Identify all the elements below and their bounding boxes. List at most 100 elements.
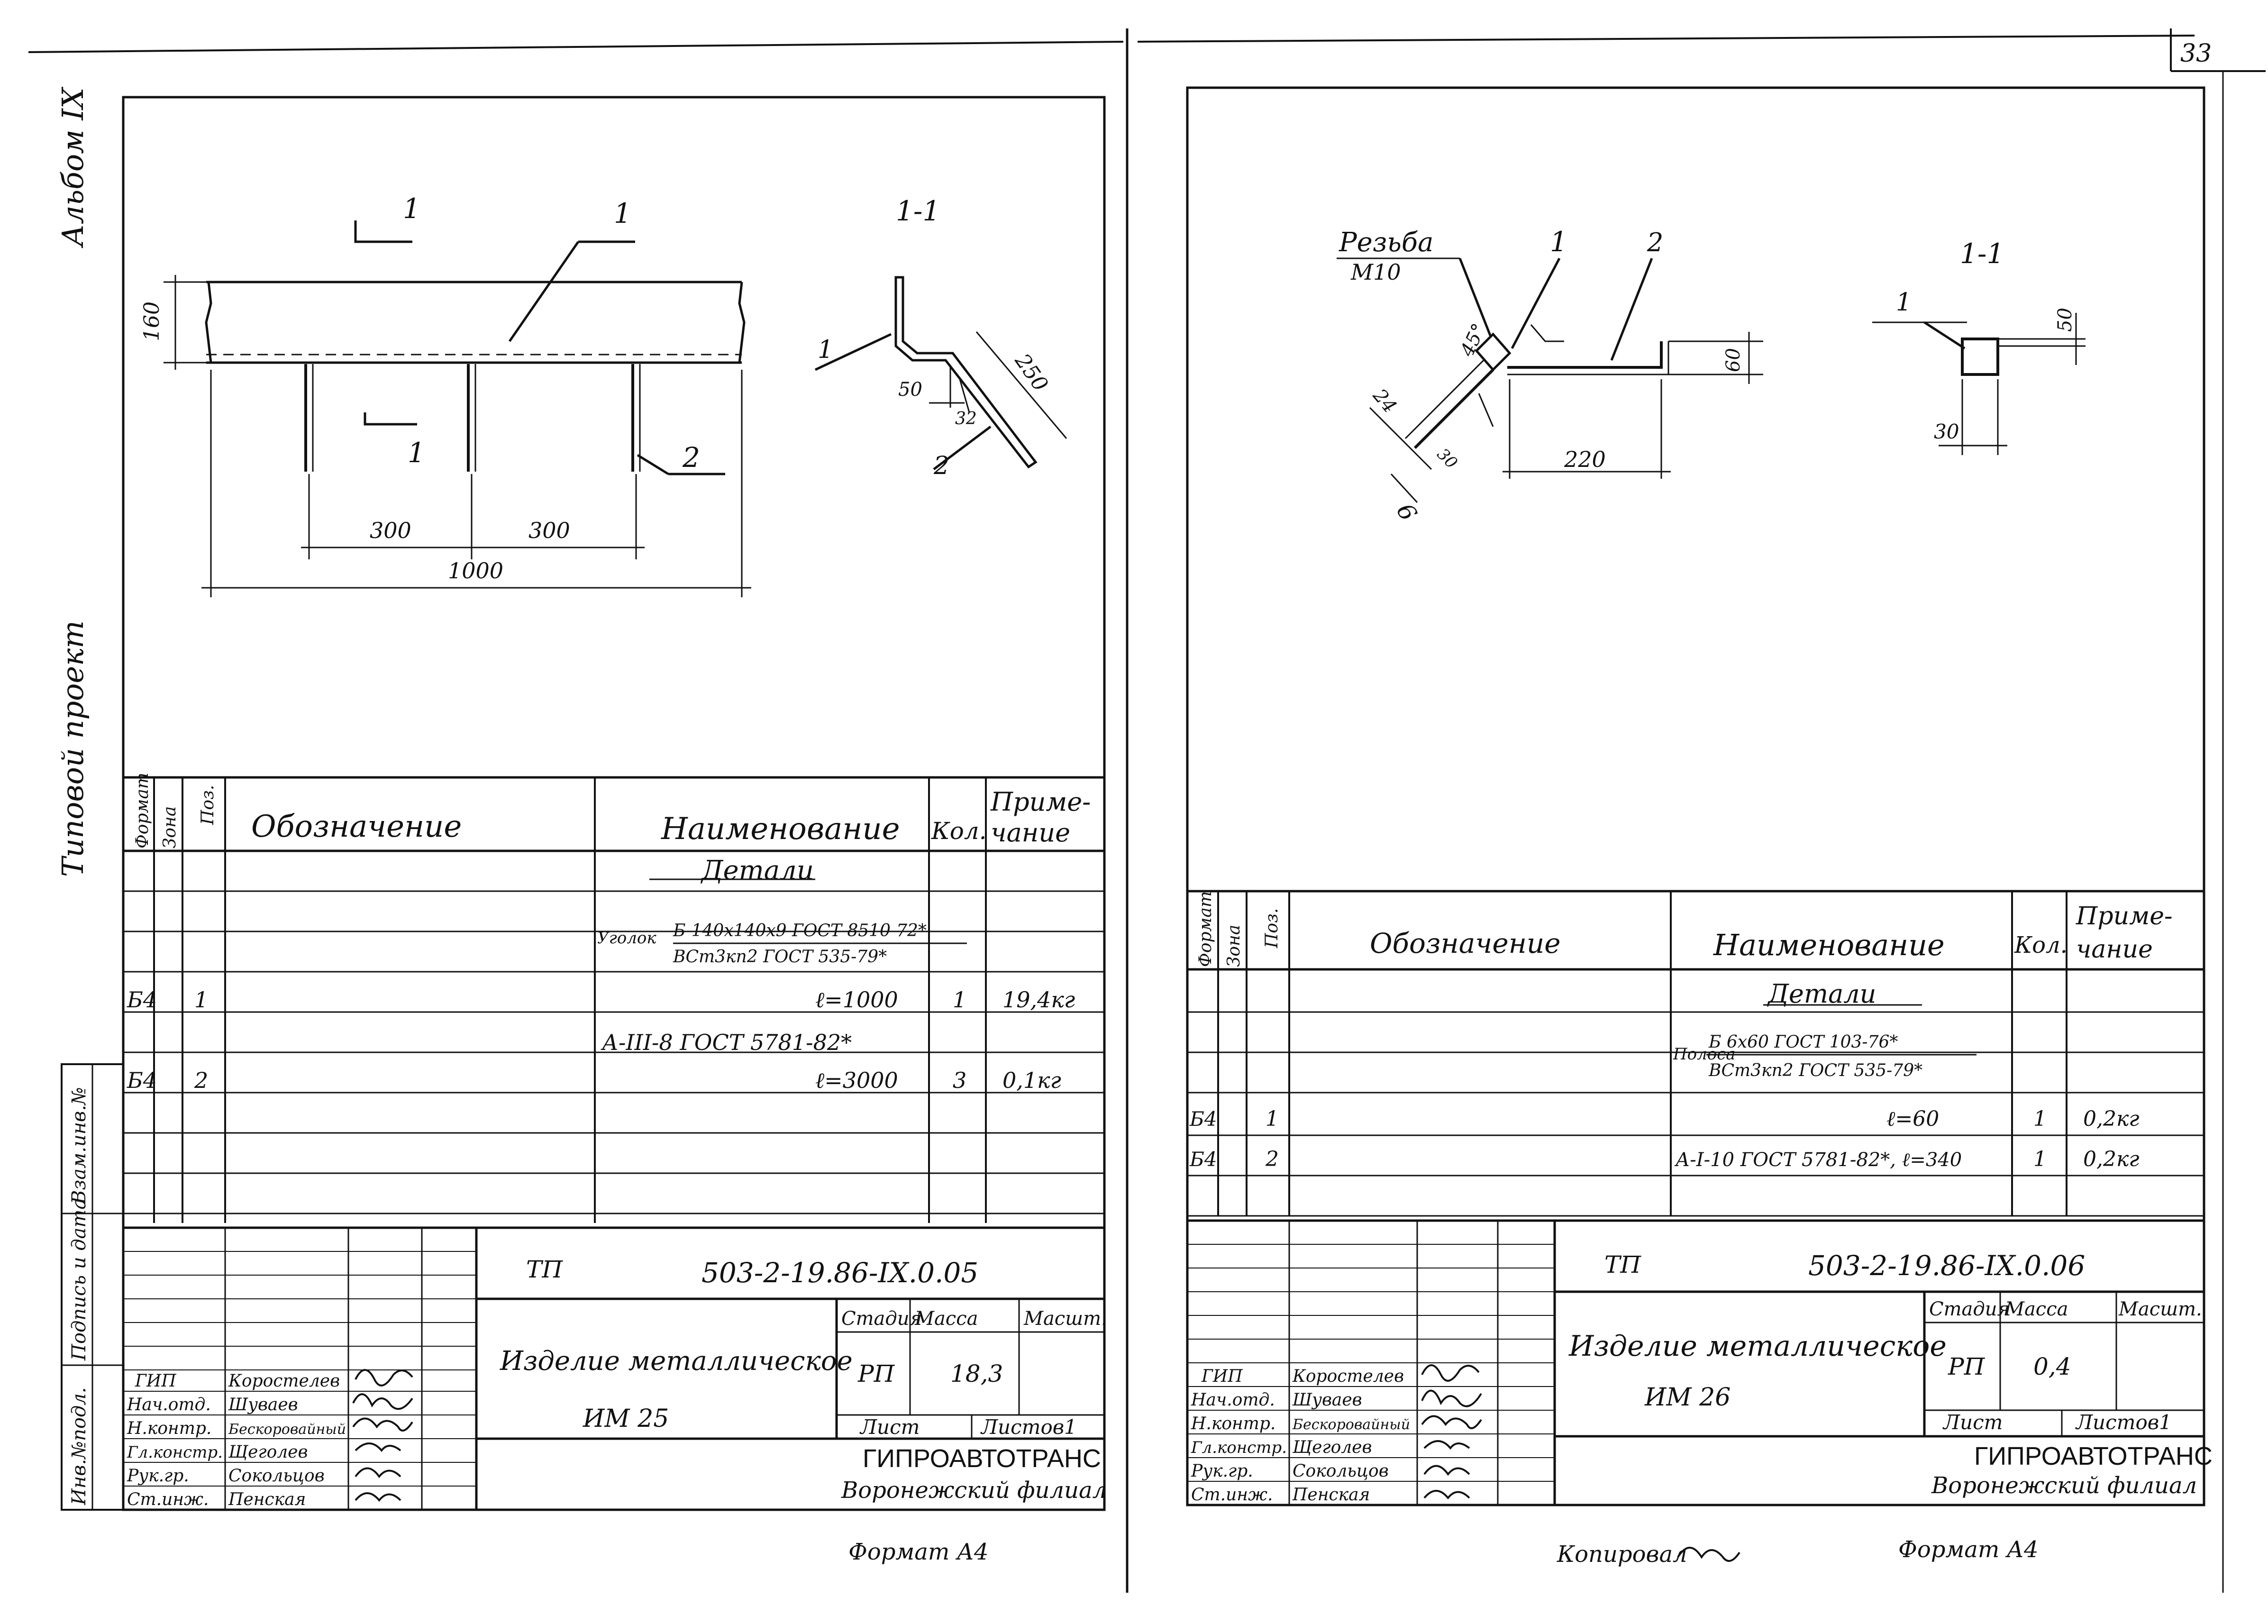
tb2-org1: ГИПРОАВТОТРАНС — [1974, 1442, 2213, 1470]
hdr-prim-2: чание — [991, 818, 1070, 848]
tb1-org2: Воронежский филиал — [841, 1477, 1107, 1504]
row1-name: ℓ=1000 — [815, 987, 898, 1013]
tb2-code: 503-2-19.86-IX.0.06 — [1808, 1250, 2085, 1282]
tb2-signatures — [1421, 1364, 1482, 1500]
tb1-name-0: Коростелев — [228, 1371, 340, 1391]
s2-row1-pos: 1 — [1266, 1107, 1279, 1131]
angle-word: Уголок — [597, 929, 656, 948]
dim-250: 250 — [1010, 349, 1053, 396]
hdr2-kol: Кол. — [2014, 932, 2068, 958]
strip-spec-bottom: ВСт3кп2 ГОСТ 535-79* — [1708, 1061, 1922, 1080]
sheet2-footer: Формат А4 — [1898, 1536, 2039, 1563]
tb2-role-2: Н.контр. — [1191, 1414, 1275, 1433]
row2-name: ℓ=3000 — [815, 1067, 898, 1093]
callout-2: 2 — [682, 441, 700, 474]
copier-signature — [1677, 1547, 1740, 1562]
tb1-name-3: Щеголев — [228, 1442, 308, 1462]
page-number: 33 — [2180, 39, 2212, 68]
s2-row1-format: Б4 — [1189, 1107, 1217, 1131]
section-callout-2: 2 — [933, 452, 949, 480]
hdr2-prim-1: Приме- — [2076, 902, 2173, 931]
copied-label: Копировал — [1557, 1541, 1687, 1568]
tb1-scale-hdr: Масшт. — [1023, 1308, 1107, 1330]
sheet1-drawing-labels: 1 1 1 2 160 300 300 1000 1-1 1 2 250 50 … — [140, 192, 1053, 584]
dim-160: 160 — [140, 301, 164, 341]
tb2-name-5: Пенская — [1292, 1485, 1370, 1505]
hdr2-poz: Поз. — [1262, 908, 1282, 949]
tb2-list-hdr: Лист — [1942, 1411, 2003, 1434]
dim-300-a: 300 — [370, 518, 411, 543]
s2-row1-note: 0,2кг — [2083, 1107, 2140, 1131]
tb2-name-3: Щеголев — [1292, 1438, 1372, 1457]
tb2-role-5: Ст.инж. — [1191, 1485, 1273, 1505]
anchor-callout-2: 2 — [1647, 228, 1663, 257]
sheet2-title-block — [1187, 1219, 2204, 1505]
left-margin-labels: Альбом IX Типовой проект — [55, 86, 90, 877]
rebar-spec: А-III-8 ГОСТ 5781-82* — [601, 1030, 852, 1055]
tb1-signatures — [352, 1369, 413, 1502]
hdr2-oboznachenie: Обозначение — [1370, 927, 1561, 959]
tb2-product-line2: ИМ 26 — [1644, 1383, 1731, 1412]
tb2-name-2: Бескоровайный — [1292, 1416, 1410, 1433]
angle-spec-bottom: ВСт3кп2 ГОСТ 535-79* — [673, 947, 887, 967]
row2-pos: 2 — [194, 1067, 208, 1093]
tb1-role-1: Нач.отд. — [127, 1395, 211, 1414]
tb1-name-5: Пенская — [228, 1490, 306, 1509]
hdr-oboznachenie: Обозначение — [251, 809, 462, 844]
podpis-label: Подпись и дата — [68, 1198, 90, 1361]
dim-24: 24 — [1368, 384, 1401, 417]
page-edges — [28, 28, 2266, 1593]
hdr-prim-1: Приме- — [990, 787, 1091, 817]
tb1-name-2: Бескоровайный — [228, 1421, 346, 1438]
sec-dim-50: 50 — [2054, 308, 2076, 332]
tb2-tp: ТП — [1604, 1251, 1641, 1278]
tb1-org1: ГИПРОАВТОТРАНС — [863, 1444, 1101, 1473]
s2-row2-qty: 1 — [2033, 1147, 2047, 1171]
section-mark-top: 1 — [403, 192, 420, 225]
dim-1000: 1000 — [448, 558, 503, 584]
tb1-stage-hdr: Стадия — [841, 1308, 922, 1330]
spec2-section-details: Детали — [1767, 979, 1876, 1009]
hdr2-prim-2: чание — [2076, 935, 2153, 964]
dim-50: 50 — [898, 379, 922, 401]
strip-word: Полоса — [1673, 1045, 1736, 1064]
strip-spec-top: Б 6х60 ГОСТ 103-76* — [1708, 1032, 1898, 1052]
dim-300-b: 300 — [528, 518, 570, 543]
sheet1-title-text: ТП 503-2-19.86-IX.0.05 Изделие металличе… — [127, 1256, 1107, 1565]
album-label: Альбом IX — [55, 86, 90, 248]
dim-30: 30 — [1433, 445, 1461, 473]
tb1-stage: РП — [857, 1360, 895, 1387]
s2-row1-qty: 1 — [2033, 1107, 2047, 1131]
tb1-lists-hdr: Листов1 — [980, 1415, 1077, 1439]
sheet1-frame — [61, 96, 1106, 1511]
tb1-mass: 18,3 — [950, 1360, 1003, 1387]
sheet2-spec-text: Формат Зона Поз. Обозначение Наименовани… — [1189, 891, 2173, 1171]
row2-format: Б4 — [127, 1067, 157, 1093]
section-title-1-1: 1-1 — [896, 195, 940, 227]
s2-row2-format: Б4 — [1189, 1148, 1217, 1171]
s2-row2-note: 0,2кг — [2083, 1147, 2140, 1171]
callout-1: 1 — [614, 197, 631, 229]
section-callout: 1 — [1896, 288, 1912, 317]
tb2-name-0: Коростелев — [1292, 1367, 1404, 1386]
tb2-name-1: Шуваев — [1292, 1390, 1362, 1410]
row1-note: 19,4кг — [1002, 987, 1075, 1013]
s2-row1-name: ℓ=60 — [1886, 1107, 1939, 1131]
row1-pos: 1 — [194, 987, 208, 1013]
row1-qty: 1 — [953, 987, 966, 1013]
hdr-poz: Поз. — [198, 785, 218, 825]
tb2-role-3: Гл.констр. — [1191, 1438, 1287, 1457]
section-callout-1: 1 — [818, 336, 833, 364]
tb1-code: 503-2-19.86-IX.0.05 — [701, 1257, 978, 1289]
sheet2-section-title: 1-1 — [1960, 237, 2004, 270]
sheet1-spec-text: Формат Зона Поз. Обозначение Наименовани… — [127, 773, 1091, 1093]
hdr2-format: Формат — [1196, 891, 1215, 967]
dim-220: 220 — [1564, 447, 1606, 472]
dim-60: 60 — [1722, 348, 1744, 372]
tb1-mass-hdr: Масса — [914, 1308, 978, 1330]
vzam-label: Взам.инв.№ — [68, 1087, 90, 1204]
tb1-role-4: Рук.гр. — [127, 1466, 189, 1486]
tb1-product-line2: ИМ 25 — [583, 1405, 669, 1433]
thread-label: Резьба — [1339, 227, 1433, 258]
